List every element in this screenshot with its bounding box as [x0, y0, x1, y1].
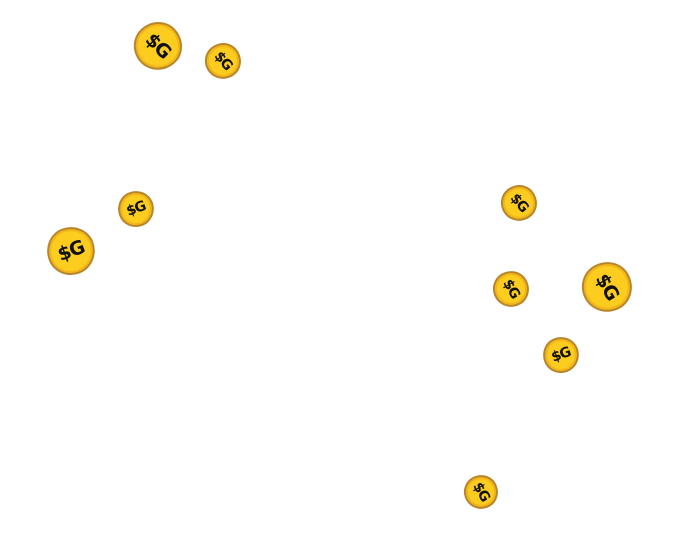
- coin-label: $G: [124, 198, 148, 220]
- coin-label: $G: [499, 276, 523, 302]
- coin-label: $G: [549, 344, 573, 366]
- coin-label: $G: [506, 190, 532, 216]
- coin-label: $G: [210, 48, 236, 74]
- coin[interactable]: $G: [197, 35, 249, 87]
- coin-label: $G: [140, 28, 176, 64]
- coin-label: $G: [469, 479, 493, 505]
- coin[interactable]: $G: [537, 331, 585, 379]
- coin[interactable]: $G: [572, 252, 642, 322]
- coin[interactable]: $G: [40, 220, 102, 282]
- coin-label: $G: [590, 269, 624, 305]
- coin[interactable]: $G: [486, 264, 536, 314]
- coin[interactable]: $G: [124, 12, 192, 80]
- coin[interactable]: $G: [457, 468, 505, 516]
- coin[interactable]: $G: [493, 177, 545, 229]
- coin-label: $G: [54, 236, 88, 266]
- coin[interactable]: $G: [112, 185, 160, 233]
